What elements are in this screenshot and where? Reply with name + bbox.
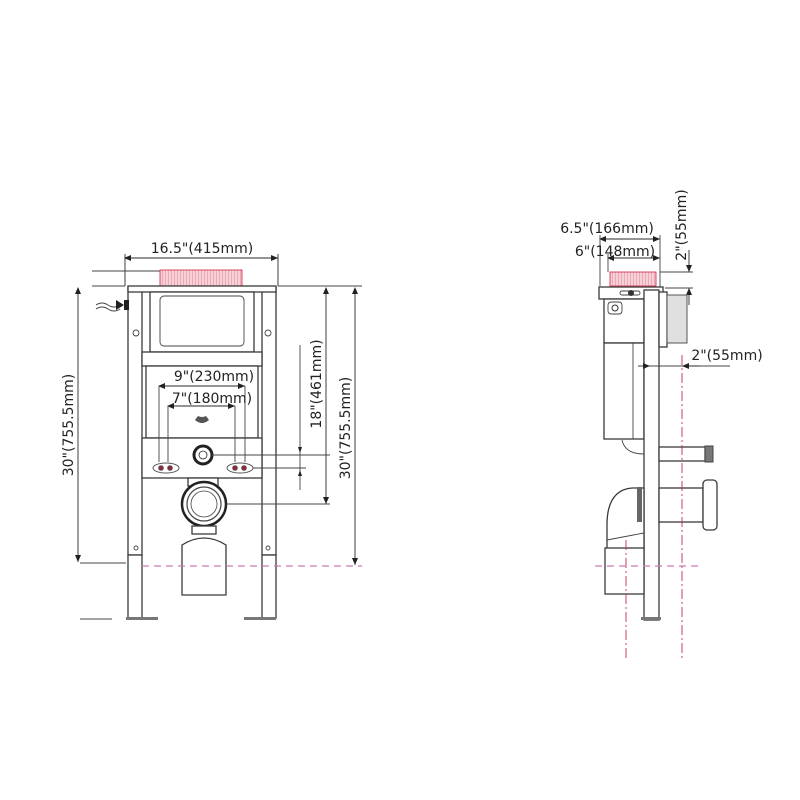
- flush-plate-side: [609, 271, 657, 287]
- outer-depth-dimension: 6.5"(166mm): [560, 221, 660, 286]
- outer-spacing-label: 9"(230mm): [174, 369, 254, 385]
- inner-spacing-label: 7"(180mm): [172, 391, 252, 407]
- wall-offset-dimension: 2"(55mm): [638, 348, 763, 369]
- top-offset-label: 2"(55mm): [674, 189, 690, 260]
- left-height-label: 30"(755.5mm): [61, 374, 77, 477]
- left-height-dimension: 30"(755.5mm): [61, 287, 81, 562]
- top-width-dimension: 16.5"(415mm): [124, 241, 279, 286]
- top-offset-dimension: 2"(55mm): [660, 189, 693, 305]
- right-height-label: 30"(755.5mm): [338, 377, 354, 480]
- inner-depth-label: 6"(148mm): [575, 244, 655, 260]
- outer-spacing-dimension: 9"(230mm): [158, 369, 254, 462]
- water-inlet-pipe: [658, 445, 714, 463]
- mounting-ports-right: [226, 462, 254, 474]
- water-inlet: [192, 444, 214, 466]
- bend-pipe: [604, 439, 645, 595]
- wall-offset-label: 2"(55mm): [691, 348, 762, 364]
- inner-depth-dimension: 6"(148mm): [575, 235, 661, 290]
- cistern-body: [603, 298, 645, 440]
- frame-feet: [80, 554, 277, 620]
- side-view: 6.5"(166mm) 6"(148mm) 2"(55mm): [560, 189, 763, 658]
- inner-spacing-dimension: 7"(180mm): [167, 391, 252, 462]
- mounting-ports-left: [152, 462, 180, 474]
- frame: [95, 285, 277, 556]
- flush-plate: [92, 269, 362, 288]
- panel-box: [658, 291, 688, 348]
- frame-post-side: [643, 289, 660, 621]
- inlet-height-dimension: 18"(461mm): [212, 287, 330, 505]
- waste-outlet-pipe: [658, 479, 718, 531]
- inlet-height-label: 18"(461mm): [309, 339, 325, 428]
- waste-outlet: [180, 477, 228, 596]
- outer-depth-label: 6.5"(166mm): [560, 221, 654, 237]
- top-width-label: 16.5"(415mm): [151, 241, 254, 257]
- front-view: 16.5"(415mm): [61, 241, 362, 620]
- right-height-dimension: 30"(755.5mm): [338, 287, 358, 565]
